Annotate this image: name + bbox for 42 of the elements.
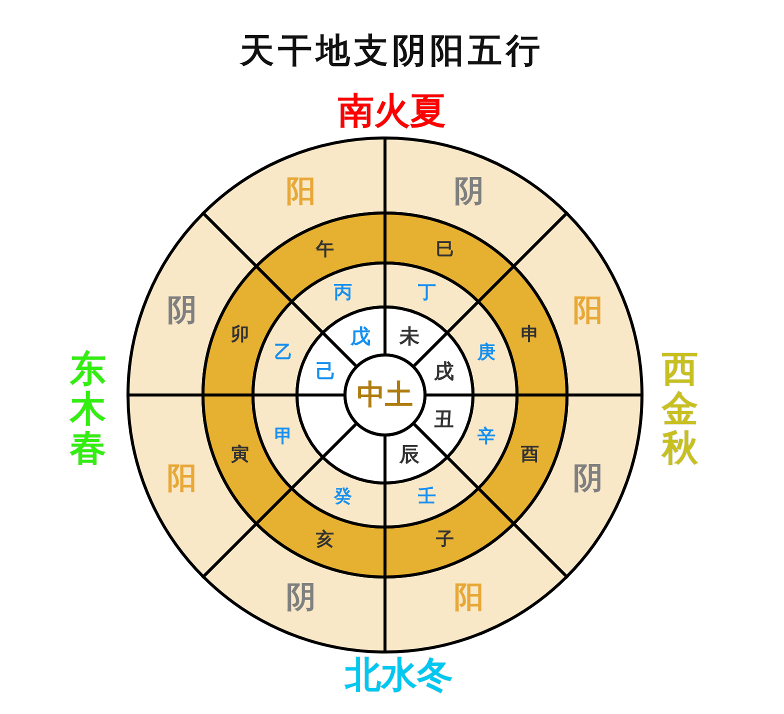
yin-yang-character: 阴 bbox=[452, 173, 485, 212]
inner-character: 戊 bbox=[349, 322, 372, 350]
yin-yang-character: 阳 bbox=[285, 173, 317, 212]
branch-sector bbox=[202, 394, 294, 526]
inner-sector bbox=[296, 394, 358, 459]
stem-character: 癸 bbox=[332, 484, 353, 509]
stem-character: 丙 bbox=[332, 281, 353, 306]
stem-character: 辛 bbox=[476, 425, 497, 450]
yin-yang-character: 阴 bbox=[285, 578, 317, 617]
stem-character: 庚 bbox=[476, 340, 497, 365]
branch-character: 寅 bbox=[230, 443, 250, 468]
inner-character: 未 bbox=[398, 322, 420, 350]
branch-character: 子 bbox=[435, 528, 456, 552]
diagram-title: 天干地支阴阳五行 bbox=[238, 30, 545, 73]
inner-character: 辰 bbox=[398, 441, 420, 468]
yin-yang-character: 阴 bbox=[166, 292, 198, 330]
yin-yang-character: 阳 bbox=[572, 292, 604, 330]
branch-character: 申 bbox=[520, 322, 540, 347]
inner-character: 己 bbox=[314, 358, 337, 384]
center-label: 中土 bbox=[356, 377, 414, 413]
yin-yang-character: 阳 bbox=[452, 578, 485, 617]
direction-label: 南火夏 bbox=[338, 92, 446, 132]
branch-sector bbox=[202, 264, 294, 396]
direction-label: 北水冬 bbox=[345, 656, 453, 696]
direction-label: 东木春 bbox=[70, 350, 106, 469]
yin-yang-character: 阴 bbox=[572, 460, 604, 498]
stem-character: 壬 bbox=[417, 484, 438, 509]
branch-character: 酉 bbox=[520, 443, 540, 468]
inner-character: 戌 bbox=[432, 358, 456, 384]
stem-character: 甲 bbox=[273, 425, 294, 450]
branch-character: 亥 bbox=[314, 528, 335, 552]
branch-sector bbox=[476, 264, 568, 396]
center-circle bbox=[344, 354, 426, 436]
branch-character: 卯 bbox=[230, 322, 250, 347]
branch-character: 午 bbox=[314, 238, 335, 262]
yin-yang-character: 阳 bbox=[166, 460, 198, 498]
stem-character: 丁 bbox=[417, 281, 438, 306]
branch-character: 巳 bbox=[435, 238, 456, 262]
inner-character: 丑 bbox=[433, 406, 456, 434]
stem-character: 乙 bbox=[273, 340, 294, 365]
branch-sector bbox=[384, 486, 516, 578]
direction-label: 西金秋 bbox=[662, 350, 698, 469]
